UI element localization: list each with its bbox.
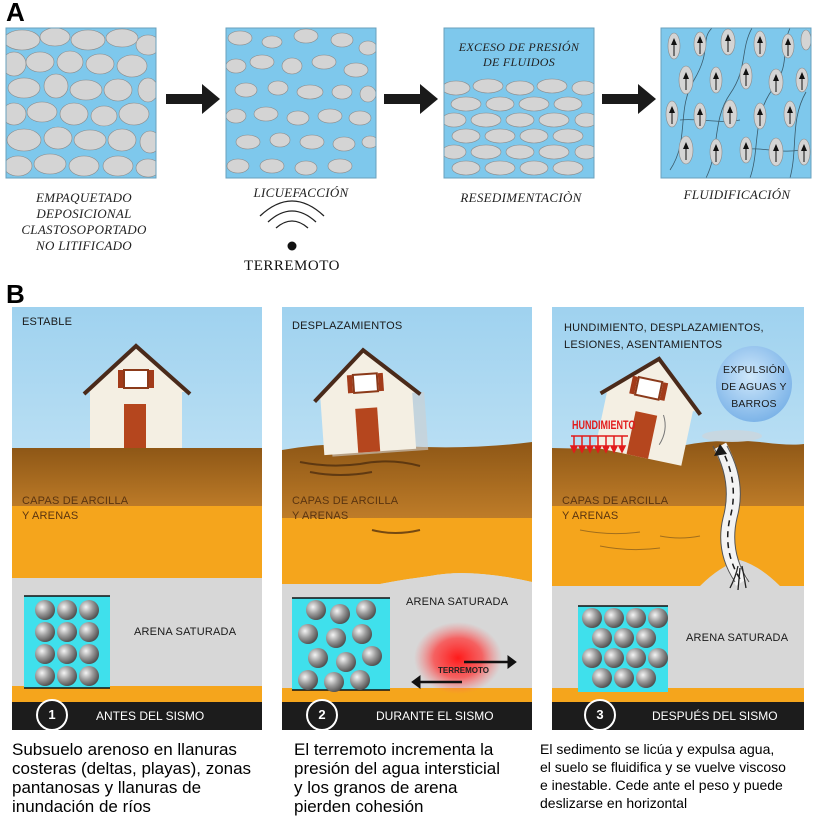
stage-label-empaquetado: EMPAQUETADO DEPOSICIONAL CLASTOSOPORTADO… — [21, 190, 147, 253]
box-resedimentacion — [444, 28, 594, 178]
house-stable — [82, 343, 192, 448]
box-licuefaccion — [226, 28, 376, 178]
scene-2 — [282, 307, 532, 730]
scene-1-clay-label: CAPAS DE ARCILLA Y ARENAS — [22, 495, 129, 522]
scene-2-top-label: DESPLAZAMIENTOS — [292, 320, 403, 332]
caption-2: El terremoto incrementa la presión del a… — [294, 740, 501, 816]
sink-label: HUNDIMIENTO — [572, 418, 636, 432]
house-shaking — [313, 347, 429, 457]
arrow-3 — [602, 84, 656, 114]
stage-label-resedimentacion: RESEDIMENTACIÒN — [460, 190, 582, 205]
upflow-arrows-icon — [729, 565, 747, 591]
step-circle-2 — [306, 699, 338, 730]
earthquake-signal-icon — [259, 200, 325, 251]
scene-2-quake-label: TERREMOTO — [438, 666, 489, 675]
scene-3 — [552, 307, 804, 730]
arrow-2 — [384, 84, 438, 114]
panel-a-diagram — [5, 27, 812, 251]
arrow-1 — [166, 84, 220, 114]
panel-b-diagram — [12, 307, 804, 730]
scene-1-sand-label: ARENA SATURADA — [134, 626, 237, 638]
expulsion-bubble-label: EXPULSIÓN DE AGUAS Y BARROS — [721, 364, 787, 410]
quake-arrows-icon — [411, 655, 517, 689]
step-circle-1 — [36, 699, 68, 730]
box-empaquetado — [6, 28, 156, 178]
expulsion-bubble — [716, 346, 792, 422]
sink-arrows-icon — [569, 435, 628, 454]
earthquake-label: TERREMOTO — [244, 258, 340, 274]
step-number-1: 1 — [48, 707, 56, 722]
stage-label-fluidificacion: FLUIDIFICACIÓN — [683, 187, 791, 202]
box-fluidificacion — [661, 28, 811, 178]
scene-2-sand-label: ARENA SATURADA — [406, 596, 509, 608]
scene-1 — [12, 307, 262, 730]
step-label-1: ANTES DEL SISMO — [96, 709, 205, 723]
scene-2-clay-label: CAPAS DE ARCILLA Y ARENAS — [292, 495, 399, 522]
scene-3-top-label: HUNDIMIENTO, DESPLAZAMIENTOS, LESIONES, … — [564, 322, 764, 351]
scene-3-sand-label: ARENA SATURADA — [686, 632, 789, 644]
stage-label-licuefaccion: LICUEFACCIÓN — [253, 185, 349, 200]
step-number-3: 3 — [596, 707, 604, 722]
step-label-3: DESPUÉS DEL SISMO — [652, 709, 778, 723]
caption-1: Subsuelo arenoso en llanuras costeras (d… — [12, 740, 252, 816]
step-circle-3 — [584, 699, 616, 730]
panel-b-letter: B — [6, 279, 25, 309]
scene-3-clay-label: CAPAS DE ARCILLA Y ARENAS — [562, 495, 669, 522]
fluid-pressure-label: EXCESO DE PRESIÓN DE FLUIDOS — [458, 40, 580, 69]
step-label-2: DURANTE EL SISMO — [376, 709, 494, 723]
panel-a-letter: A — [6, 0, 25, 27]
scene-1-top-label: ESTABLE — [22, 316, 73, 328]
step-number-2: 2 — [318, 707, 326, 722]
caption-3: El sedimento se licúa y expulsa agua, el… — [540, 741, 786, 811]
